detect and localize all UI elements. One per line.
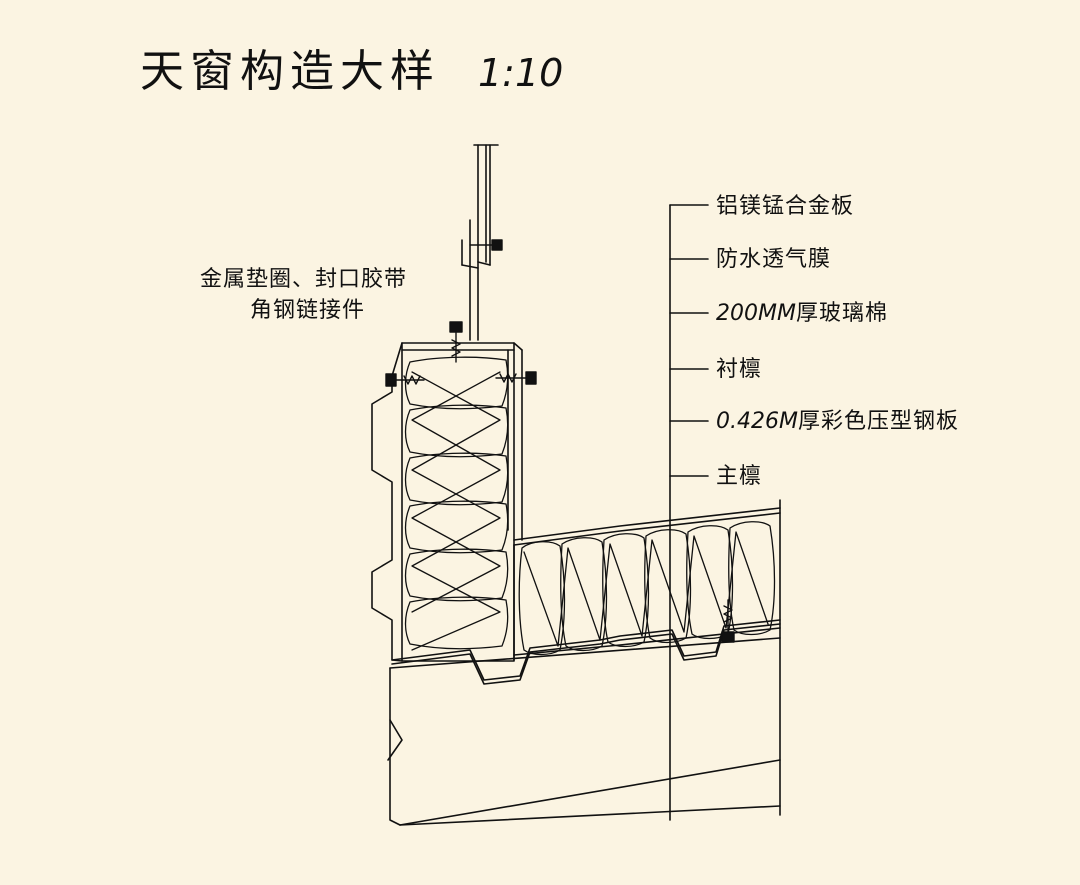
label-glass-wool-thickness: 200MM [716, 301, 796, 326]
label-steel-deck-thickness: 0.426M [716, 409, 798, 434]
label-al-mg-mn-panel: 铝镁锰合金板 [716, 194, 855, 219]
screw-left-box [385, 373, 425, 387]
label-glass-wool-text: 厚玻璃棉 [795, 301, 888, 326]
label-main-purlin: 主檩 [716, 464, 763, 489]
screw-top-box [449, 321, 463, 363]
leader-lines [669, 204, 709, 821]
drawing-title: 天窗构造大样 1:10 [140, 44, 563, 101]
label-steel-deck: 0.426M厚彩色压型钢板 [716, 408, 959, 436]
label-steel-deck-text: 厚彩色压型钢板 [797, 409, 959, 434]
label-waterproof-membrane: 防水透气膜 [716, 247, 832, 272]
roof-insulation [518, 521, 776, 656]
roof-panel [513, 499, 781, 816]
screw-roof [721, 599, 735, 643]
screw-top-fin [469, 239, 503, 251]
label-angle-steel: 角钢链接件 [250, 298, 366, 323]
title-text: 天窗构造大样 [140, 46, 440, 97]
main-purlin [387, 637, 781, 826]
label-washer-tape: 金属垫圈、封口胶带 [200, 267, 408, 292]
label-glass-wool: 200MM厚玻璃棉 [716, 300, 888, 328]
screws [385, 239, 735, 643]
title-scale: 1:10 [478, 51, 564, 95]
label-sub-purlin: 衬檩 [716, 357, 763, 382]
left-cladding [371, 342, 403, 662]
steel-deck [391, 619, 781, 685]
screw-right-box [495, 371, 537, 385]
upstand-insulation [404, 356, 509, 651]
